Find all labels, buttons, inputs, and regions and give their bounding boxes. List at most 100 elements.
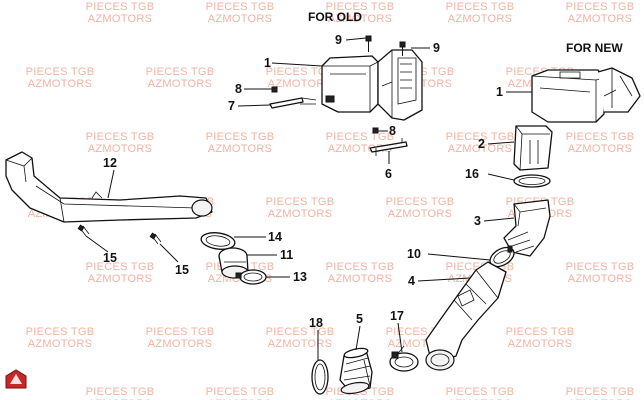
watermark-text: PIECES TGB: [86, 1, 155, 13]
watermark-text: PIECES TGB: [506, 326, 575, 338]
watermark-text: AZMOTORS: [508, 338, 573, 350]
new-filter-2: [513, 125, 553, 171]
old-screw-9-left: [365, 35, 372, 52]
watermark-text: PIECES TGB: [86, 131, 155, 143]
watermark-text: AZMOTORS: [88, 143, 153, 155]
watermark-text: AZMOTORS: [208, 398, 273, 400]
watermark-text: AZMOTORS: [88, 13, 153, 25]
watermark-text: PIECES TGB: [566, 261, 635, 273]
clamp-17: [389, 345, 419, 372]
label-old-box: 1: [264, 56, 271, 70]
header-for-new: FOR NEW: [566, 41, 623, 55]
label-old-bracket-6: 6: [385, 167, 392, 181]
watermark-text: PIECES TGB: [326, 131, 395, 143]
old-washer-8-lower: [372, 127, 379, 134]
label-clamp-18: 18: [309, 316, 323, 330]
watermark-text: AZMOTORS: [88, 273, 153, 285]
old-screw-9-right: [399, 41, 406, 56]
watermark-text: PIECES TGB: [326, 261, 395, 273]
watermark-text: AZMOTORS: [268, 208, 333, 220]
label-old-washer-8: 8: [235, 82, 242, 96]
watermark-text: AZMOTORS: [148, 78, 213, 90]
watermark-text: AZMOTORS: [568, 143, 633, 155]
old-washer-8: [271, 86, 278, 93]
watermark-text: PIECES TGB: [86, 261, 155, 273]
label-new-box: 1: [496, 85, 503, 99]
label-screw-15-right: 15: [175, 263, 189, 277]
joint-5: [339, 347, 373, 395]
label-gasket-14: 14: [268, 230, 282, 244]
watermark-text: AZMOTORS: [448, 13, 513, 25]
brand-logo-icon: [5, 369, 27, 389]
header-for-old: FOR OLD: [308, 10, 362, 24]
watermark-text: PIECES TGB: [386, 196, 455, 208]
watermark-text: PIECES TGB: [446, 1, 515, 13]
watermark-text: AZMOTORS: [28, 338, 93, 350]
watermark-text: PIECES TGB: [146, 66, 215, 78]
label-new-clamp-10: 10: [407, 247, 421, 261]
watermark-text: PIECES TGB: [446, 131, 515, 143]
label-old-bracket-7: 7: [228, 99, 235, 113]
label-snorkel-12: 12: [103, 156, 117, 170]
label-screw-15-left: 15: [103, 251, 117, 265]
watermark-text: AZMOTORS: [568, 273, 633, 285]
label-new-filter-2: 2: [478, 137, 485, 151]
watermark-text: AZMOTORS: [208, 13, 273, 25]
watermark-text: AZMOTORS: [448, 398, 513, 400]
watermark-text: AZMOTORS: [328, 398, 393, 400]
watermark-text: PIECES TGB: [566, 1, 635, 13]
watermark-text: PIECES TGB: [326, 1, 395, 13]
label-old-washer-8-lower: 8: [389, 124, 396, 138]
old-air-box: [321, 49, 423, 121]
watermark-text: AZMOTORS: [148, 338, 213, 350]
watermark-text: AZMOTORS: [88, 398, 153, 400]
watermark-text: AZMOTORS: [28, 78, 93, 90]
label-new-elbow-3: 3: [474, 214, 481, 228]
watermark-text: PIECES TGB: [566, 131, 635, 143]
watermark-text: PIECES TGB: [206, 131, 275, 143]
watermark-text: PIECES TGB: [266, 66, 335, 78]
watermark-text: PIECES TGB: [266, 196, 335, 208]
watermark-text: AZMOTORS: [448, 143, 513, 155]
label-joint-5: 5: [356, 312, 363, 326]
watermark-text: PIECES TGB: [266, 326, 335, 338]
label-intake-duct-4: 4: [408, 274, 415, 288]
watermark-text: AZMOTORS: [268, 338, 333, 350]
watermark-text: PIECES TGB: [566, 386, 635, 398]
watermark-text: PIECES TGB: [26, 326, 95, 338]
label-clamp-13: 13: [293, 270, 307, 284]
new-air-box: [531, 67, 641, 123]
watermark-text: PIECES TGB: [146, 326, 215, 338]
leader-lines: [85, 37, 532, 360]
watermark-text: PIECES TGB: [446, 386, 515, 398]
watermark-text: PIECES TGB: [26, 66, 95, 78]
snorkel-12: [5, 151, 213, 223]
label-clamp-17: 17: [390, 309, 404, 323]
old-bracket-6: [369, 141, 408, 153]
watermark-text: AZMOTORS: [208, 143, 273, 155]
watermark-text: AZMOTORS: [268, 78, 333, 90]
clamp-13: [235, 269, 267, 285]
label-old-screw-9-right: 9: [433, 41, 440, 55]
watermark-text: PIECES TGB: [86, 386, 155, 398]
watermark-text: PIECES TGB: [206, 1, 275, 13]
label-new-ring-16: 16: [465, 167, 479, 181]
clamp-18: [311, 359, 329, 395]
label-old-screw-9-left: 9: [335, 33, 342, 47]
watermark-text: AZMOTORS: [568, 13, 633, 25]
old-bracket-7: [269, 97, 304, 109]
watermark-text: AZMOTORS: [328, 13, 393, 25]
new-elbow-3: [503, 199, 551, 257]
intake-duct-4: [425, 261, 507, 371]
label-adapter-11: 11: [280, 248, 293, 262]
watermark-text: AZMOTORS: [328, 273, 393, 285]
watermark-text: PIECES TGB: [206, 386, 275, 398]
watermark-text: AZMOTORS: [568, 398, 633, 400]
gasket-14: [200, 232, 236, 250]
watermark-text: AZMOTORS: [388, 208, 453, 220]
adapter-11: [218, 247, 249, 279]
new-ring-16: [513, 174, 551, 188]
